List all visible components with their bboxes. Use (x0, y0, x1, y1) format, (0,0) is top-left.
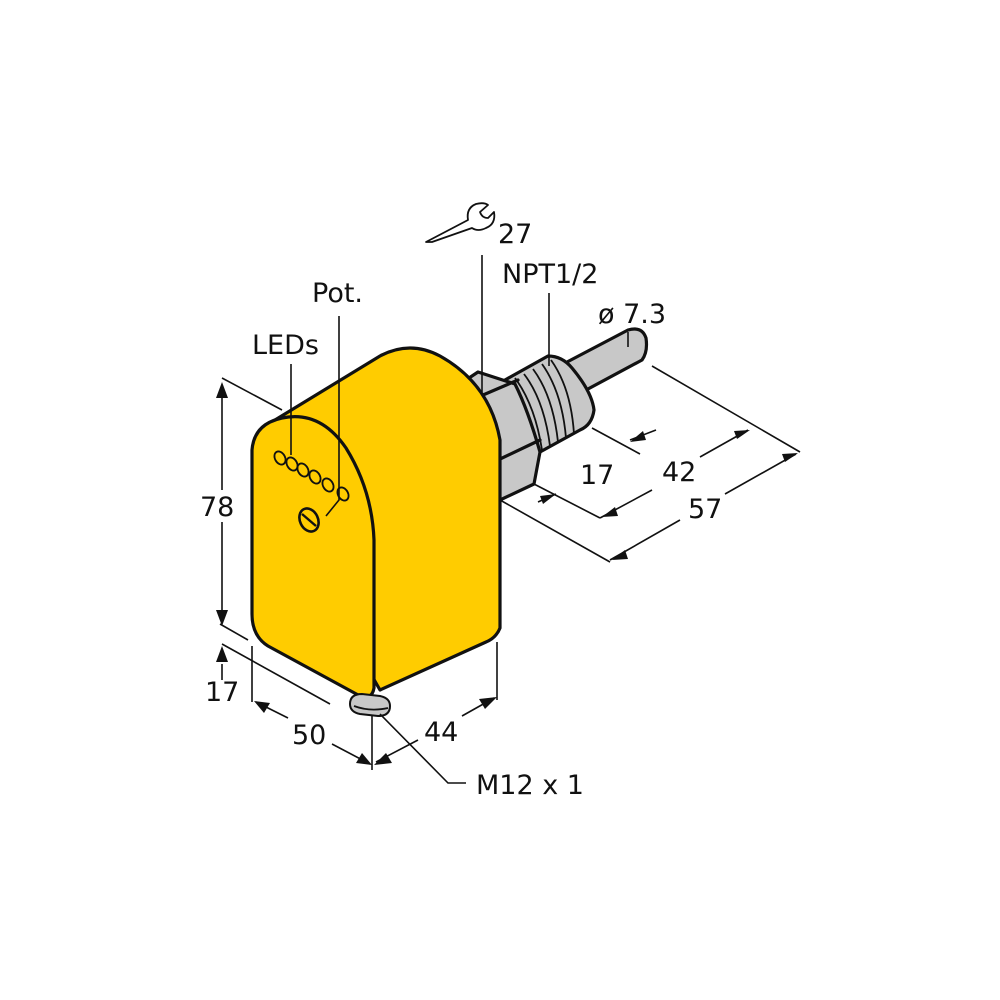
housing (250, 346, 502, 718)
pot-label: Pot. (312, 278, 363, 309)
depth-dimension: 44 (424, 717, 458, 748)
led-indicator (296, 462, 310, 478)
led-indicator (285, 456, 299, 472)
connector-label: M12 x 1 (476, 770, 584, 801)
probe-diameter-label: ø 7.3 (598, 299, 666, 330)
m12-connector (348, 692, 392, 718)
wrench-size-label: 27 (498, 219, 532, 250)
labels: 27 NPT1/2 ø 7.3 Pot. LEDs 78 17 50 44 17… (200, 219, 722, 801)
dimension-lines (216, 365, 801, 770)
leader-lines (290, 255, 629, 784)
led-indicator (308, 469, 322, 485)
thread-grooves (514, 359, 575, 451)
led-indicator (321, 477, 335, 493)
wrench-icon (425, 202, 496, 243)
thread-length-dimension: 17 (580, 460, 614, 491)
height-dimension: 78 (200, 492, 234, 523)
potentiometer (298, 507, 320, 533)
bottom-offset-dimension: 17 (205, 677, 239, 708)
width-dimension: 50 (292, 720, 326, 751)
led-indicator (273, 450, 287, 466)
leds-label: LEDs (252, 330, 319, 361)
thread-label: NPT1/2 (502, 259, 598, 290)
total-length-dimension: 57 (688, 494, 722, 525)
probe-length-dimension: 42 (662, 457, 696, 488)
